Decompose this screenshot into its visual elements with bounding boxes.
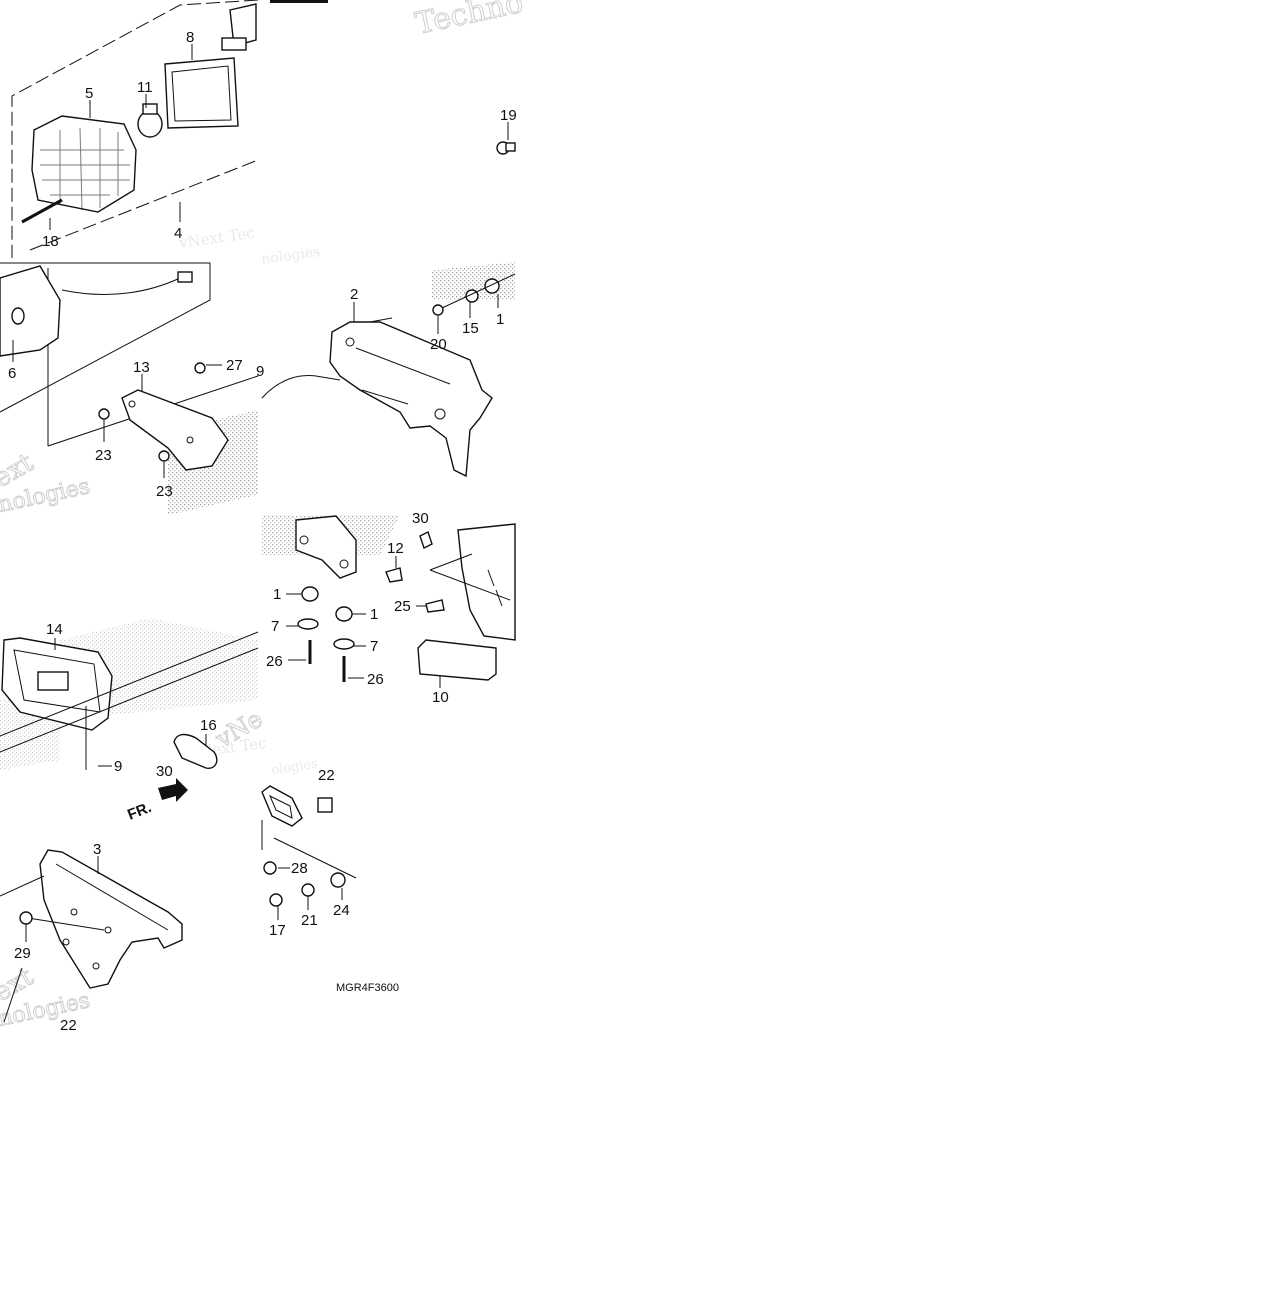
collar xyxy=(385,567,403,583)
watermark-text: ologies xyxy=(270,757,318,778)
callout-number: 21 xyxy=(301,912,318,929)
collar xyxy=(301,883,315,897)
callout-number: 5 xyxy=(85,85,93,102)
callout-number: 25 xyxy=(394,598,411,615)
callout-number: 12 xyxy=(387,540,404,557)
callout-number: 19 xyxy=(500,107,517,124)
socket xyxy=(221,37,247,51)
callout-number: 3 xyxy=(93,841,101,858)
callout-number: 16 xyxy=(200,717,217,734)
bulb xyxy=(137,110,163,138)
assembly-outline xyxy=(11,0,259,258)
front-label: FR. xyxy=(125,799,154,824)
callout-number: 13 xyxy=(133,359,150,376)
callout-number: 9 xyxy=(114,758,122,775)
callout-number: 9 xyxy=(256,363,264,380)
bulb-base xyxy=(142,103,158,115)
callout-number: 29 xyxy=(14,945,31,962)
callout-number: 22 xyxy=(60,1017,77,1034)
rear-fender-stay: 2 20 15 1 9 xyxy=(256,273,516,478)
cushion xyxy=(425,599,445,613)
rubber-mount xyxy=(335,606,353,622)
callout-number: 23 xyxy=(156,483,173,500)
plate-bracket xyxy=(39,849,183,989)
callout-number: 1 xyxy=(496,311,504,328)
front-arrow-icon xyxy=(158,778,188,802)
collar xyxy=(297,618,319,630)
callout-number: 18 xyxy=(42,233,59,250)
callout-number: 4 xyxy=(174,225,182,242)
callout-number: 24 xyxy=(333,902,350,919)
callout-number: 1 xyxy=(273,586,281,603)
wire-connector xyxy=(177,271,193,283)
flange-bolt xyxy=(269,893,283,907)
washer xyxy=(98,408,110,420)
callout-number: 10 xyxy=(432,689,449,706)
tile-edge xyxy=(270,0,328,3)
bolt-fragment: 19 xyxy=(496,107,517,155)
callout-number: 6 xyxy=(8,365,16,382)
housing-socket xyxy=(11,307,25,325)
bolt-shank xyxy=(505,142,516,152)
callout-number: 27 xyxy=(226,357,243,374)
callout-number: 23 xyxy=(95,447,112,464)
bolt xyxy=(194,362,206,374)
rubber-mount xyxy=(301,586,319,602)
callout-number: 14 xyxy=(46,621,63,638)
socket-housing xyxy=(229,3,257,47)
watermark-text: Techno xyxy=(412,0,526,42)
mounting-hardware: 30 12 1 1 25 7 7 26 26 10 xyxy=(266,510,516,706)
taillight-lens xyxy=(31,115,137,213)
callout-number: 1 xyxy=(370,606,378,623)
license-light-assembly: 14 16 9 30 xyxy=(0,621,259,780)
callout-number: 11 xyxy=(137,79,153,96)
callout-number: 20 xyxy=(430,336,447,353)
collar-bolt xyxy=(432,304,444,316)
washer xyxy=(158,450,170,462)
tapping-screw xyxy=(21,198,63,224)
flange-bolt xyxy=(19,911,33,925)
taillight-housing xyxy=(0,265,61,357)
lens-gasket xyxy=(164,57,239,129)
taillight-assembly: 8 5 11 18 4 xyxy=(11,0,328,258)
watermark-text: nologies xyxy=(260,244,321,268)
callout-number: 30 xyxy=(156,763,173,780)
taillight-bracket-assembly: 6 13 27 23 23 xyxy=(0,262,259,500)
drawing-code: MGR4F3600 xyxy=(336,982,399,994)
callout-number: 7 xyxy=(370,638,378,655)
assembly-outline xyxy=(29,159,259,251)
callout-number: 17 xyxy=(269,922,286,939)
rubber-mount xyxy=(484,278,500,294)
front-direction-marker: FR. xyxy=(125,778,188,824)
lower-bracket-assembly: FR. 3 29 22 xyxy=(0,778,188,1034)
callout-number: 15 xyxy=(462,320,479,337)
callout-number: 26 xyxy=(266,653,283,670)
nut xyxy=(263,861,277,875)
callout-number: 30 xyxy=(412,510,429,527)
fender-stay-body xyxy=(329,321,493,478)
callout-number: 26 xyxy=(367,671,384,688)
nut xyxy=(419,531,433,549)
spring-nut xyxy=(317,797,333,813)
stay-bracket xyxy=(295,515,357,579)
callout-number: 8 xyxy=(186,29,194,46)
callout-number: 22 xyxy=(318,767,335,784)
lower-hardware: 22 28 24 17 21 MGR4F3600 xyxy=(261,767,399,994)
collar xyxy=(333,638,355,650)
plate-gasket xyxy=(261,785,303,827)
license-bracket xyxy=(121,389,229,471)
license-light-lens xyxy=(37,671,69,691)
license-plate-holder xyxy=(457,523,516,641)
reflector xyxy=(417,639,497,681)
license-gasket xyxy=(173,733,218,769)
callout-number: 28 xyxy=(291,860,308,877)
callout-number: 2 xyxy=(350,286,358,303)
watermark-text: vNext Tec xyxy=(177,224,256,253)
rubber-grommet xyxy=(330,872,346,888)
callout-number: 7 xyxy=(271,618,279,635)
